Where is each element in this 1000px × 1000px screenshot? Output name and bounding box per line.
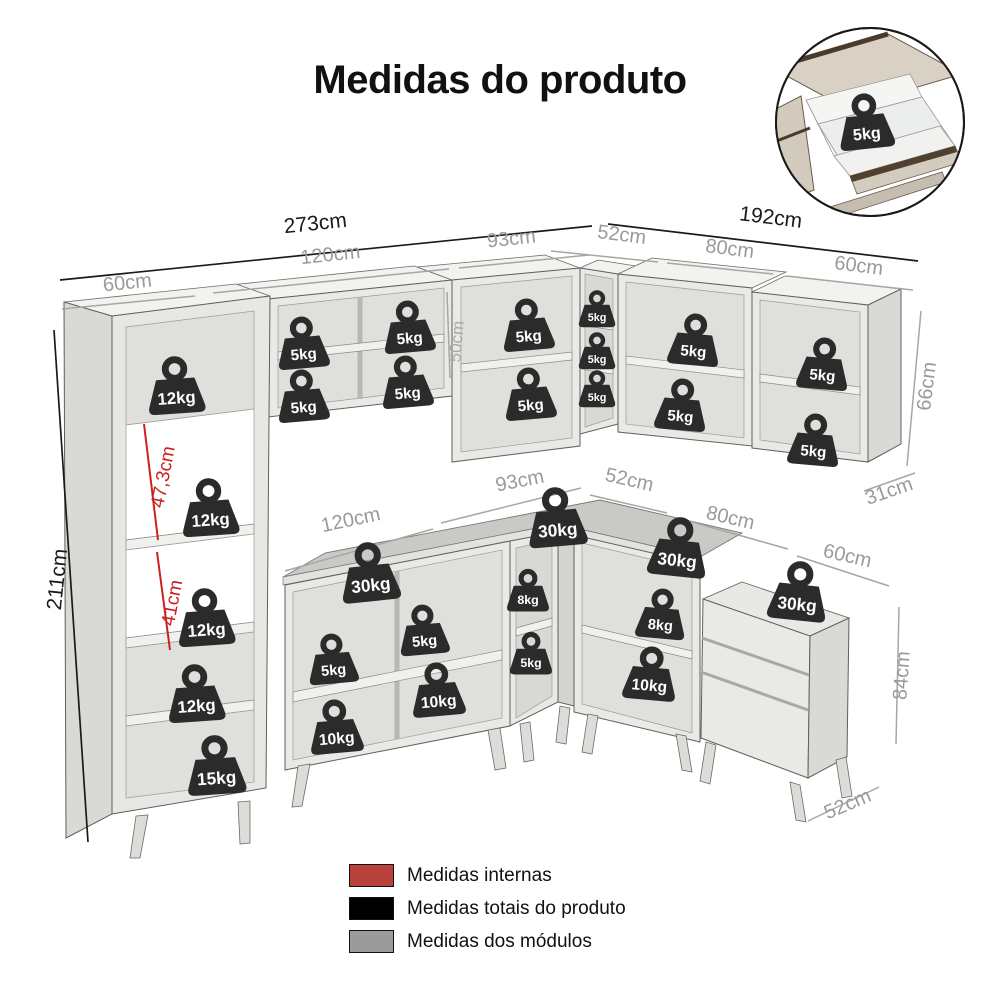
weight-label: 12kg: [187, 619, 226, 641]
dim-total-right: 192cm: [738, 202, 803, 233]
weight-label: 12kg: [191, 509, 230, 531]
weight-label: 15kg: [196, 767, 237, 790]
weight-label: 5kg: [520, 656, 541, 670]
weight-label: 5kg: [680, 342, 707, 361]
weight-label: 5kg: [515, 327, 542, 346]
dim-module: 120cm: [319, 503, 382, 537]
legend-label: Medidas dos módulos: [407, 930, 592, 952]
legend-label: Medidas internas: [407, 864, 552, 886]
weight-label: 5kg: [411, 633, 437, 651]
dim-module: 60cm: [833, 252, 884, 280]
weight-label: 5kg: [394, 384, 421, 403]
weight-label: 8kg: [647, 617, 673, 635]
dim-module: 93cm: [494, 466, 546, 497]
dim-module: 52cm: [603, 464, 656, 496]
legend-swatch-black: [349, 897, 394, 920]
dim-hood-height: 50cm: [445, 320, 468, 363]
weight-label: 30kg: [657, 548, 698, 572]
legend-item-total: Medidas totais do produto: [349, 897, 626, 920]
dim-module: 80cm: [704, 235, 755, 263]
weight-label: 5kg: [320, 662, 346, 680]
weight-label: 5kg: [517, 396, 544, 415]
weight-label: 10kg: [631, 676, 668, 696]
weight-label: 5kg: [809, 366, 836, 385]
weight-label: 30kg: [350, 573, 391, 597]
weight-label: 5kg: [588, 392, 607, 404]
legend-swatch-gray: [349, 930, 394, 953]
weight-label: 5kg: [396, 329, 423, 348]
legend-item-modules: Medidas dos módulos: [349, 930, 626, 953]
dimension-lines: [53, 223, 922, 843]
weight-label: 5kg: [588, 312, 607, 324]
dim-module: 120cm: [299, 241, 361, 269]
weight-label: 5kg: [852, 124, 882, 145]
weight-label: 30kg: [777, 592, 818, 616]
dim-module: 52cm: [596, 221, 647, 249]
weight-label: 12kg: [157, 387, 196, 409]
dim-upper-depth: 31cm: [862, 473, 915, 510]
weight-label: 12kg: [177, 695, 216, 717]
weight-label: 5kg: [800, 442, 827, 461]
legend-item-internal: Medidas internas: [349, 864, 626, 887]
legend-label: Medidas totais do produto: [407, 897, 626, 919]
weight-label: 10kg: [318, 729, 355, 749]
dim-base-height: 84cm: [889, 650, 914, 700]
dim-module: 60cm: [821, 540, 874, 572]
weight-label: 5kg: [290, 398, 317, 417]
dim-module: 93cm: [486, 226, 537, 253]
weight-label: 5kg: [290, 345, 317, 364]
legend: Medidas internas Medidas totais do produ…: [349, 864, 626, 963]
dim-upper-height: 66cm: [913, 361, 941, 412]
weight-label: 5kg: [667, 407, 694, 426]
legend-swatch-red: [349, 864, 394, 887]
weight-badges: 12kg 12kg 12kg 12kg 15kg 5kg 5kg 5kg 5kg…: [146, 292, 851, 796]
dim-total-left: 273cm: [283, 209, 348, 238]
weight-label: 8kg: [517, 593, 538, 607]
page-title: Medidas do produto: [313, 58, 687, 102]
weight-label: 5kg: [588, 354, 607, 366]
weight-badge: 5kg: [836, 94, 896, 152]
weight-label: 10kg: [420, 692, 457, 712]
dim-module: 60cm: [102, 270, 153, 297]
weight-label: 30kg: [537, 518, 578, 541]
